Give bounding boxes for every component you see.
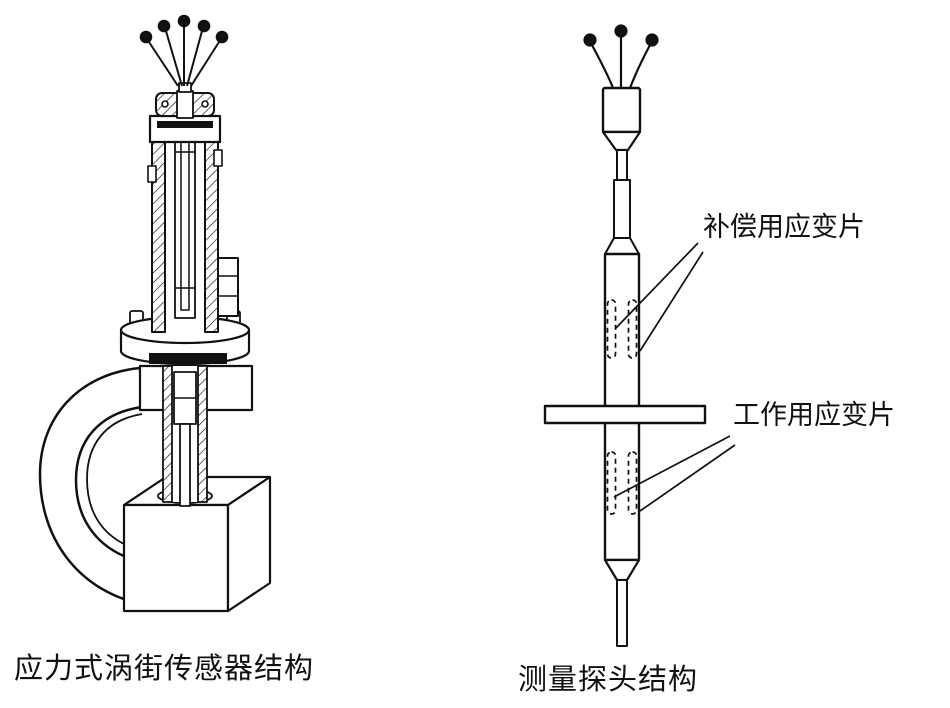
top-housing	[148, 114, 222, 144]
mounting-plate	[543, 404, 707, 425]
vortex-sensor-figure	[38, 14, 272, 613]
probe-lead-wires	[583, 24, 659, 89]
probe-caption: 测量探头结构	[518, 662, 699, 696]
wire-ball	[139, 30, 153, 44]
compensation-leader-2	[639, 251, 704, 352]
probe-connector-block	[601, 86, 642, 134]
column-notch-right	[213, 149, 223, 167]
lower-rod	[179, 423, 191, 507]
compensation-leader-1	[614, 242, 699, 330]
cap-screw-left	[161, 100, 169, 108]
probe-bottom-taper	[603, 558, 641, 582]
wire-ball	[215, 30, 229, 44]
c-frame-hole-depth-arc	[86, 413, 143, 552]
working-gauge-left	[606, 451, 617, 515]
vortex-sensor-caption: 应力式涡街传感器结构	[14, 651, 315, 685]
wire-ball	[583, 33, 597, 47]
sensor-lead-wires	[139, 14, 229, 87]
working-strain-gauge-label: 工作用应变片	[733, 400, 895, 431]
cap-screw-right	[201, 100, 209, 108]
top-cap-bore	[176, 90, 194, 119]
wire-ball	[157, 19, 171, 33]
flange-shadow-band	[149, 353, 227, 364]
probe-figure	[543, 24, 736, 647]
leader-lines	[613, 242, 736, 512]
column-notch-left	[147, 165, 157, 183]
wire-ball	[197, 19, 211, 33]
probe-shoulder	[604, 237, 640, 255]
pedestal-front-face	[122, 503, 230, 613]
probe-neck-taper	[601, 130, 642, 152]
working-leader-2	[639, 444, 736, 512]
flange-bottom-arc	[119, 350, 251, 366]
working-gauge-right	[627, 451, 638, 515]
lower-tube-wall-right	[197, 365, 208, 503]
top-housing-seal	[157, 121, 213, 128]
wire-ball	[645, 33, 659, 47]
probe-tip-rod	[616, 579, 628, 647]
inner-rod	[180, 127, 190, 311]
side-bracket	[217, 257, 239, 317]
wire-ball	[614, 24, 628, 38]
pedestal-right-face	[226, 475, 272, 613]
column-wall-right	[204, 139, 219, 333]
probe-upper-tube	[613, 179, 631, 239]
compensation-gauge-right	[627, 299, 638, 359]
wire-ball	[177, 14, 191, 28]
compensation-strain-gauge-label: 补偿用应变片	[703, 212, 865, 243]
working-leader-1	[613, 435, 731, 498]
lower-tube-wall-left	[162, 365, 173, 503]
probe-neck-rod	[616, 149, 628, 181]
